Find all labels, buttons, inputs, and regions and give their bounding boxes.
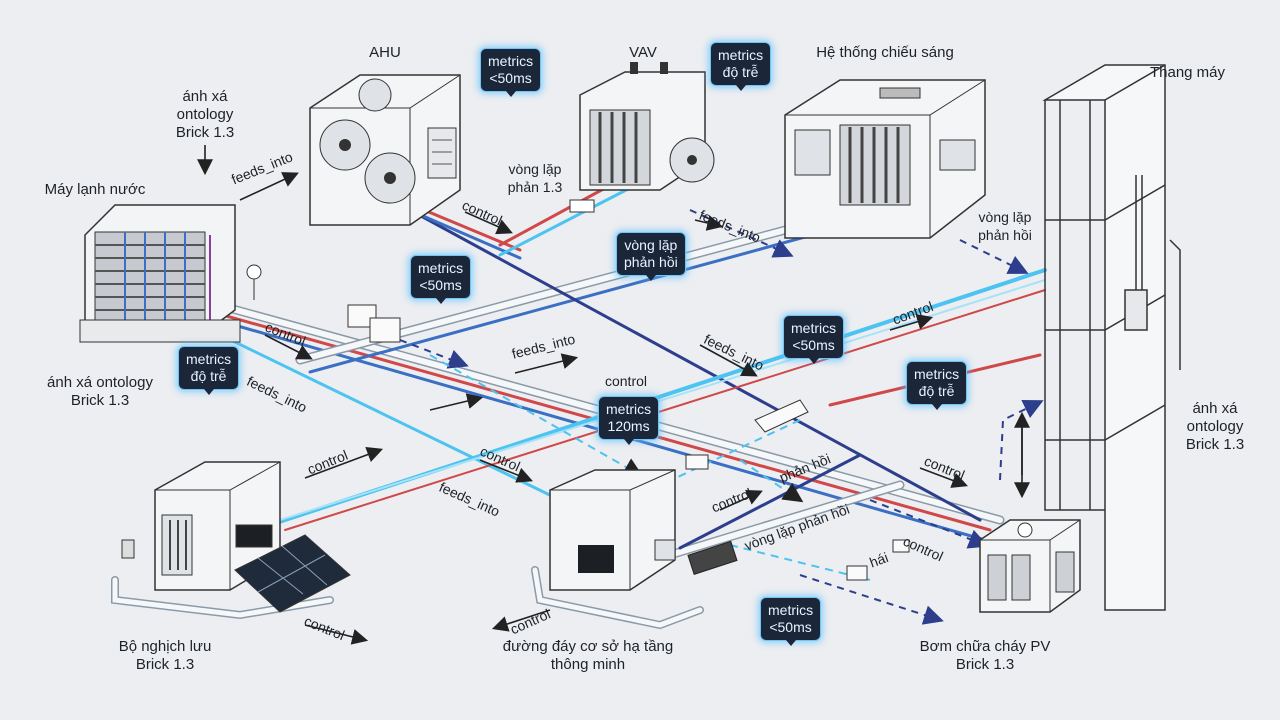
loop-center-line1: vòng lặp	[508, 161, 562, 177]
mapping-top-line2: ontology	[176, 106, 234, 123]
inverter-unit	[121, 461, 351, 613]
badge-title: metrics	[418, 260, 464, 276]
badge-value: độ trễ	[722, 64, 759, 80]
mapping-right-line3: Brick 1.3	[1185, 436, 1245, 453]
mapping-top-line1: ánh xá	[182, 88, 228, 105]
inverter-label-line2: Brick 1.3	[135, 656, 195, 673]
lighting-label: Hệ thống chiếu sáng	[816, 44, 954, 61]
edge-label: control	[604, 373, 648, 389]
metrics-badge-center-right: metrics<50ms	[783, 315, 845, 364]
elevator-label: Thang máy	[1149, 64, 1226, 81]
cyan-dashed-flows	[429, 354, 871, 581]
fire-pump-unit	[979, 519, 1081, 613]
badge-value: độ trễ	[918, 383, 955, 399]
mapping-annotation-top: ánh xá ontology Brick 1.3	[160, 88, 250, 142]
inverter-label-line1: Bộ nghịch lưu	[118, 638, 212, 655]
badge-title: metrics	[186, 351, 232, 367]
fire-pump-label-line1: Bơm chữa cháy PV	[919, 638, 1051, 655]
fire-pump-label: Bơm chữa cháy PV Brick 1.3	[905, 638, 1065, 674]
loop-annotation-right: vòng lặp phản hồi	[965, 208, 1045, 244]
vav-label: VAV	[629, 44, 657, 61]
baseline-label-line1: đường đáy cơ sở hạ tầng	[502, 638, 674, 655]
metrics-badge-ahu: metrics<50ms	[480, 48, 542, 97]
inverter-label: Bộ nghịch lưu Brick 1.3	[90, 638, 240, 674]
mapping-top-line3: Brick 1.3	[175, 124, 235, 141]
loop-annotation-center: vòng lặp phản 1.3	[495, 160, 575, 196]
edge-arrows	[197, 145, 1030, 645]
loop-right-line2: phản hồi	[978, 227, 1032, 243]
badge-value: <50ms	[769, 619, 812, 635]
badge-title: vòng lặp	[624, 237, 678, 253]
badge-value: <50ms	[419, 277, 462, 293]
badge-title: metrics	[791, 320, 837, 336]
chiller-label: Máy lạnh nước	[44, 181, 146, 198]
mapping-right-line1: ánh xá	[1192, 400, 1238, 417]
sensor-boxes	[347, 304, 910, 581]
ahu-unit	[309, 74, 461, 226]
badge-title: metrics	[718, 47, 764, 63]
mapping-left-line2: Brick 1.3	[70, 392, 130, 409]
lighting-unit	[784, 79, 986, 239]
loop-right-line1: vòng lặp	[978, 209, 1032, 225]
mapping-right-line2: ontology	[1186, 418, 1244, 435]
badge-value: 120ms	[607, 418, 650, 434]
metrics-badge-pump: metrics<50ms	[760, 597, 822, 646]
badge-value: độ trễ	[190, 368, 227, 384]
fire-pump-label-line2: Brick 1.3	[955, 656, 1015, 673]
mapping-annotation-left: ánh xá ontology Brick 1.3	[30, 374, 170, 410]
mapping-left-line1: ánh xá ontology	[47, 374, 153, 391]
baseline-infrastructure-unit	[549, 469, 738, 591]
mapping-annotation-right: ánh xá ontology Brick 1.3	[1170, 400, 1260, 454]
badge-title: metrics	[606, 401, 652, 417]
loop-center-line2: phản 1.3	[507, 179, 563, 195]
elevator-shaft	[1042, 64, 1181, 611]
baseline-label-line2: thông minh	[550, 656, 626, 673]
chiller-unit	[79, 204, 262, 343]
badge-title: metrics	[768, 602, 814, 618]
metrics-badge-chiller-pipe: metrics<50ms	[410, 255, 472, 304]
badge-value: <50ms	[489, 70, 532, 86]
badge-value: phản hồi	[624, 254, 678, 270]
badge-value: <50ms	[792, 337, 835, 353]
vav-unit	[569, 62, 715, 213]
ahu-label: AHU	[369, 44, 401, 61]
baseline-label: đường đáy cơ sở hạ tầng thông minh	[478, 638, 698, 674]
badge-title: metrics	[488, 53, 534, 69]
badge-title: metrics	[914, 366, 960, 382]
